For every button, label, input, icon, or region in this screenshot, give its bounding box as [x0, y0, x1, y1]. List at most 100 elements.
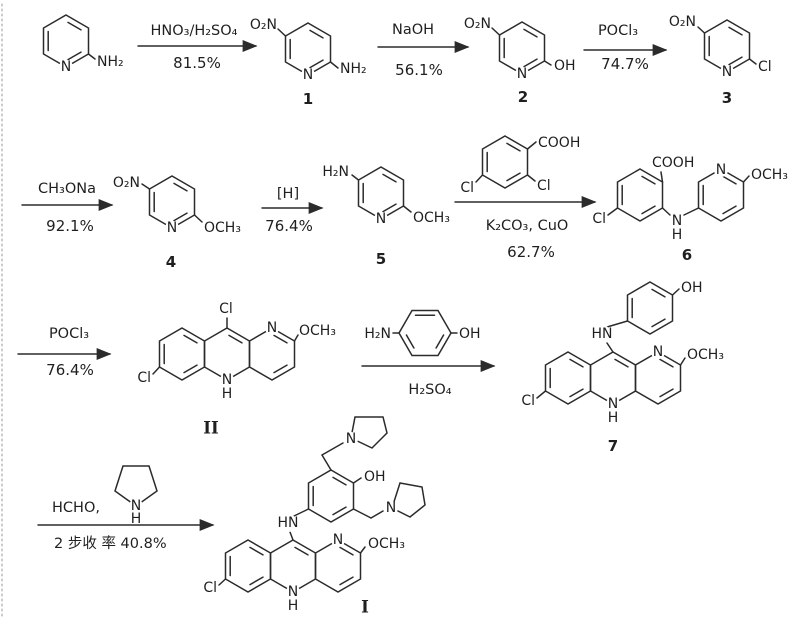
structure-aminophenol: H₂N OH	[364, 311, 481, 356]
structure-compound-5: H₂N N OCH₃ 5	[322, 164, 450, 268]
bonds	[607, 171, 750, 216]
atom-mask	[220, 373, 234, 387]
bonds	[152, 317, 299, 375]
atom-label-n: N	[672, 213, 682, 229]
atom-label-n: N	[346, 431, 356, 447]
compound-label-2: 2	[518, 88, 528, 106]
atom-label-och3: OCH₃	[204, 220, 241, 236]
compound-label-4: 4	[166, 253, 176, 271]
step6-reagent: K₂CO₃, CuO	[486, 218, 569, 234]
atom-label-n: N	[288, 584, 298, 600]
structure-compound-1: O₂N N NH₂ 1	[250, 17, 367, 108]
atom-label-hn: HN	[278, 515, 299, 531]
structure-2-aminopyridine: N NH₂	[44, 15, 124, 75]
pyrrolidine-ring-right	[391, 482, 426, 518]
atom-mask	[670, 214, 684, 228]
compound-label-II: II	[203, 419, 218, 438]
atom-label-n: N	[608, 396, 618, 412]
compound-label-1: 1	[303, 90, 313, 108]
step-6: K₂CO₃, CuO 62.7% COOH Cl Cl	[454, 135, 597, 261]
atom-label-o2n: O₂N	[669, 14, 696, 30]
atom-label-n: N	[376, 211, 386, 227]
step7-reagent: POCl₃	[49, 326, 89, 342]
atom-label-n: N	[167, 220, 177, 236]
bonds	[697, 26, 757, 65]
compound-label-I: I	[361, 598, 369, 617]
atom-label-n: N	[267, 320, 277, 336]
atom-label-cl: Cl	[137, 370, 151, 386]
structure-compound-I: Cl N H HN OH N N N OCH₃ I	[203, 416, 426, 617]
atom-mask	[331, 533, 345, 547]
atom-label-n: N	[722, 64, 732, 80]
bonds	[87, 53, 96, 60]
benzene-ring	[483, 136, 528, 188]
structure-pyrrolidine: N H	[114, 465, 158, 527]
pyrrolidine-ring-top	[350, 416, 388, 449]
atom-mask	[344, 432, 358, 446]
atom-mask	[129, 499, 143, 513]
benzo-ring	[546, 352, 591, 404]
benzo-ring	[160, 328, 205, 380]
atom-label-o2n: O₂N	[464, 16, 491, 32]
bonds	[218, 442, 384, 586]
step2-reagent: NaOH	[392, 22, 434, 38]
atom-label-cl: Cl	[521, 393, 535, 409]
structure-compound-4: O₂N N OCH₃ 4	[113, 175, 241, 271]
step4-yield: 92.1%	[46, 217, 94, 235]
atom-mask	[165, 221, 179, 235]
atom-label-n: N	[131, 498, 141, 514]
pyrrolidine-ring	[114, 465, 158, 507]
atom-label-nh2: NH₂	[340, 61, 367, 77]
bonds	[277, 28, 339, 69]
structure-compound-II: Cl Cl N H N OCH₃ II	[137, 301, 336, 438]
step-5: [H] 76.4%	[261, 186, 324, 235]
bonds	[491, 27, 552, 66]
atom-label-h: H	[131, 511, 142, 527]
atom-label-cl: Cl	[758, 59, 772, 75]
bonds	[475, 141, 537, 183]
step-2: NaOH 56.1%	[377, 22, 470, 79]
benzene-ring	[399, 311, 451, 356]
benzo-ring	[226, 540, 271, 592]
structure-dichlorobenzoic-acid: COOH Cl Cl	[460, 135, 580, 196]
atom-mask	[374, 212, 388, 226]
atom-label-cl: Cl	[203, 580, 217, 596]
benzene-ring	[618, 169, 663, 221]
atom-mask	[593, 325, 611, 343]
step-1: HNO₃/H₂SO₄ 81.5%	[137, 23, 258, 72]
atom-label-oh: OH	[364, 469, 386, 485]
step3-yield: 74.7%	[601, 55, 649, 73]
step-8: H₂SO₄ H₂N OH	[361, 311, 496, 398]
atom-mask	[301, 68, 315, 82]
atom-label-n: N	[653, 344, 663, 360]
step2-yield: 56.1%	[395, 61, 443, 79]
atom-label-och3: OCH₃	[299, 323, 336, 339]
compound-label-6: 6	[682, 246, 692, 264]
atom-label-n: N	[386, 500, 396, 516]
bonds	[536, 288, 686, 399]
atom-label-cl: Cl	[592, 211, 606, 227]
step4-reagent: CH₃ONa	[38, 181, 96, 197]
atom-label-n: N	[517, 66, 527, 82]
step6-yield: 62.7%	[507, 243, 555, 261]
atom-mask	[606, 397, 620, 411]
atom-label-oh: OH	[681, 280, 703, 296]
step-4: CH₃ONa 92.1%	[21, 181, 114, 235]
atom-label-och3: OCH₃	[413, 210, 450, 226]
atom-mask	[286, 585, 300, 599]
compound-label-3: 3	[722, 89, 732, 107]
atom-label-oh: OH	[554, 58, 576, 74]
structure-compound-3: O₂N N Cl 3	[669, 14, 772, 107]
step9-yield: 2 步收 率 40.8%	[54, 535, 167, 552]
structure-compound-6: COOH Cl N H N OCH₃ 6	[592, 155, 788, 264]
atom-label-cl: Cl	[537, 178, 551, 194]
atom-label-n: N	[333, 532, 343, 548]
atom-label-n: N	[222, 372, 232, 388]
atom-mask	[384, 501, 398, 515]
atom-label-n: N	[716, 162, 726, 178]
step5-reagent: [H]	[277, 186, 299, 202]
step1-reagent: HNO₃/H₂SO₄	[150, 23, 237, 39]
atom-label-oh: OH	[459, 326, 481, 342]
atom-mask	[279, 514, 297, 532]
